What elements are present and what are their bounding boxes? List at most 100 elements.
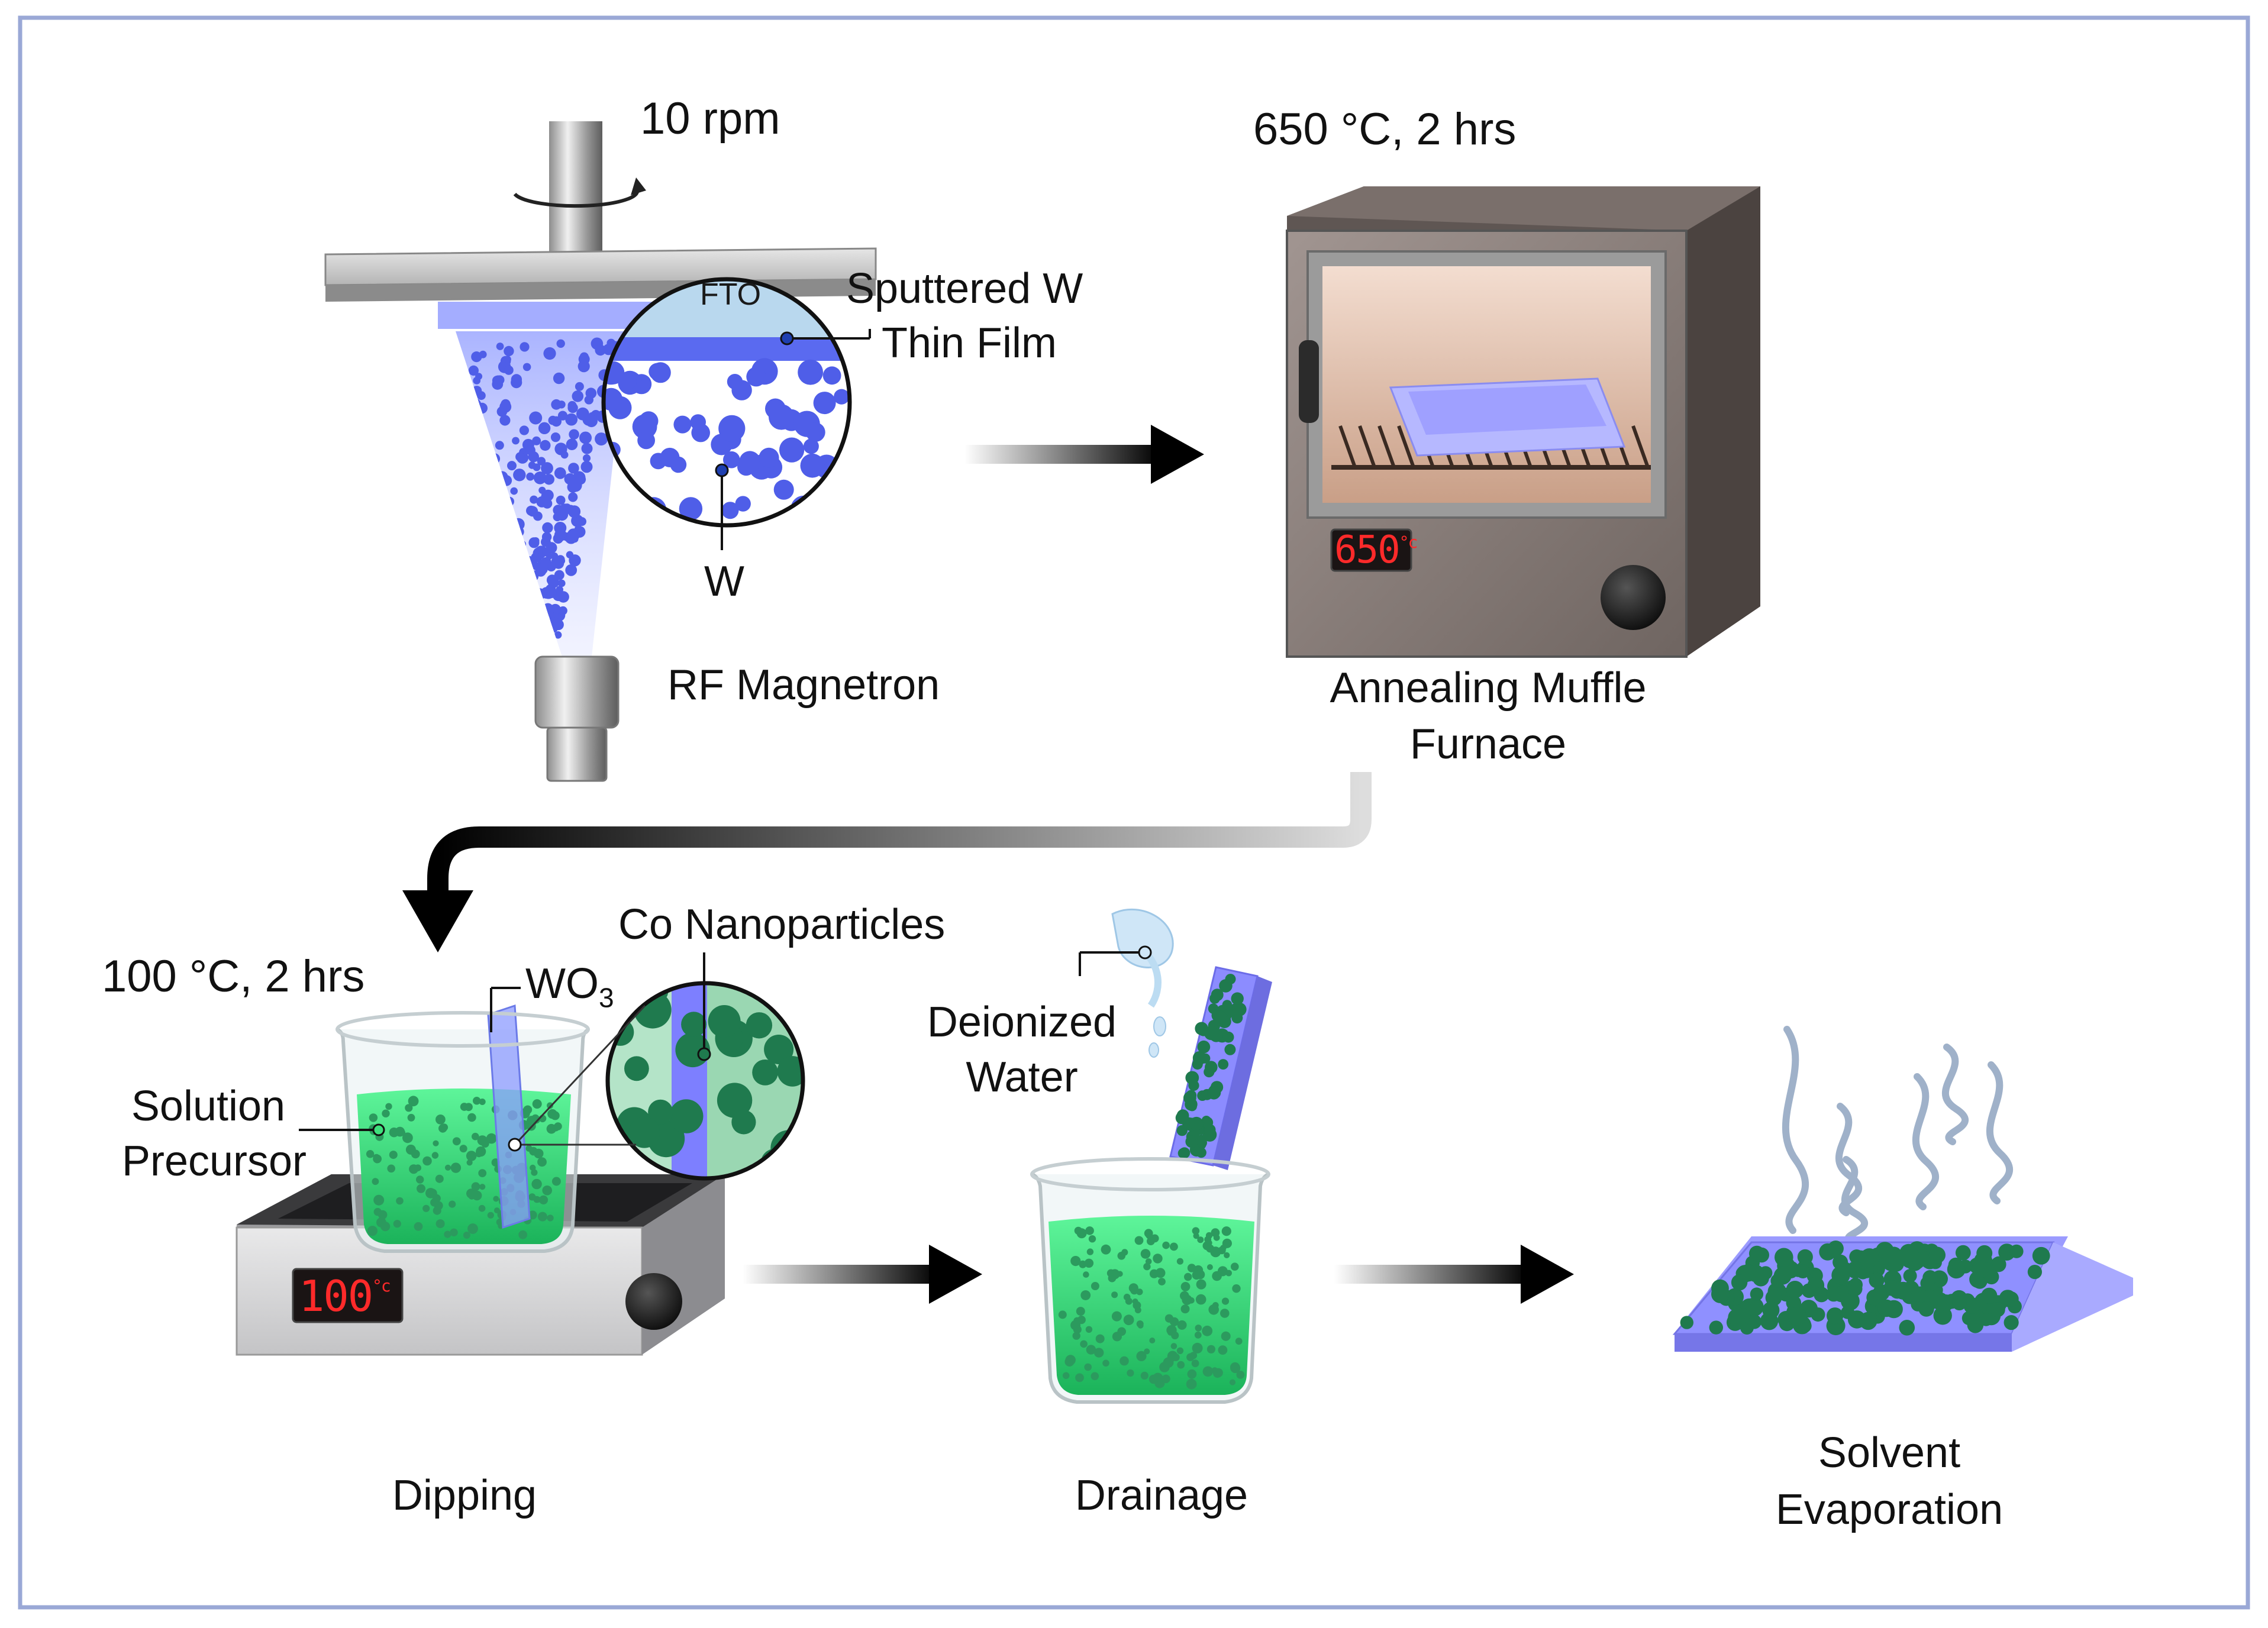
tungsten-atom — [518, 618, 528, 628]
tungsten-zoom-atom — [690, 414, 706, 430]
drain-cobalt-particle — [1102, 1359, 1109, 1367]
drain-cobalt-particle — [1221, 1331, 1231, 1341]
tungsten-atom — [522, 615, 532, 624]
drain-cobalt-particle — [1162, 1241, 1170, 1249]
drain-cobalt-particle — [1153, 1254, 1163, 1264]
tungsten-zoom-atom — [813, 392, 836, 415]
drain-cobalt-particle — [1080, 1340, 1088, 1348]
tungsten-atom — [471, 351, 482, 363]
final-cobalt-particle — [1796, 1264, 1810, 1279]
cobalt-particle — [546, 1123, 557, 1134]
hotplate-display-value: 100 — [299, 1271, 373, 1321]
drain-cobalt-particle — [1147, 1237, 1155, 1246]
cobalt-particle — [535, 1196, 541, 1203]
tungsten-atom — [476, 402, 488, 414]
cobalt-particle — [460, 1103, 469, 1111]
tungsten-zoom-atom — [759, 447, 779, 469]
drain-cobalt-particle — [1073, 1317, 1081, 1325]
final-cobalt-particle — [1762, 1301, 1780, 1319]
drain-cobalt-particle — [1180, 1291, 1189, 1301]
drain-cobalt-particle — [1184, 1272, 1192, 1281]
tungsten-atom — [538, 645, 547, 654]
tungsten-zoom-atom — [650, 362, 671, 383]
hotplate-display-unit: °c — [372, 1276, 391, 1296]
tungsten-atom — [544, 630, 553, 639]
arrow-drain-to-evap — [1334, 1265, 1530, 1284]
tungsten-atom — [565, 413, 578, 426]
furnace-knob-icon[interactable] — [1601, 565, 1666, 630]
drain-cobalt-particle — [1220, 1309, 1230, 1318]
drain-cobalt-particle — [1155, 1268, 1166, 1278]
drain-cobalt-particle — [1062, 1372, 1070, 1380]
drain-cobalt-particle — [1177, 1361, 1185, 1369]
tungsten-atom — [534, 641, 545, 651]
substrate-cobalt-particles — [1175, 974, 1247, 1159]
sputtered-label-line1: Sputtered W — [846, 265, 1083, 312]
tungsten-atom — [537, 629, 545, 638]
drain-cobalt-particle — [1176, 1258, 1183, 1265]
tungsten-atom — [551, 399, 562, 410]
final-cobalt-particle — [1928, 1246, 1946, 1264]
tungsten-atom — [543, 634, 554, 645]
cobalt-particle — [414, 1164, 421, 1171]
tungsten-zoom-atom — [798, 359, 823, 385]
cobalt-particle — [435, 1115, 446, 1125]
tungsten-atom — [522, 589, 533, 599]
tungsten-atom — [486, 487, 499, 500]
tungsten-atom — [540, 440, 551, 451]
cobalt-particle — [387, 1164, 395, 1173]
tungsten-atom — [541, 493, 551, 503]
drain-cobalt-particle — [1180, 1282, 1191, 1291]
tungsten-zoom-atom — [727, 374, 743, 390]
cobalt-particle — [554, 1122, 562, 1130]
final-cobalt-particle — [1744, 1297, 1764, 1317]
slide-cobalt-particle — [1229, 1003, 1243, 1016]
tungsten-atom — [516, 544, 525, 553]
slide-cobalt-particle — [1197, 1040, 1211, 1054]
tungsten-atom — [512, 437, 520, 445]
cobalt-particle — [467, 1223, 478, 1234]
tungsten-atom — [517, 540, 527, 549]
tungsten-zoom-atom — [735, 496, 751, 512]
final-cobalt-particle — [1833, 1254, 1848, 1270]
arrow-sputter-to-anneal — [964, 445, 1160, 464]
cobalt-particle — [444, 1230, 451, 1238]
hotplate-knob-icon[interactable] — [625, 1273, 682, 1330]
tungsten-atom — [554, 631, 562, 639]
tungsten-atom — [522, 632, 530, 641]
final-cobalt-particle — [1976, 1245, 1993, 1261]
cobalt-particle — [378, 1210, 388, 1220]
final-cobalt-particle — [1814, 1287, 1830, 1303]
final-cobalt-particle — [2027, 1265, 2042, 1280]
final-cobalt-particle — [2009, 1244, 2024, 1258]
tungsten-atom — [521, 604, 531, 613]
final-cobalt-particle — [1952, 1296, 1967, 1311]
cobalt-particle — [396, 1197, 404, 1205]
final-cobalt-particle — [2004, 1291, 2019, 1307]
drain-cobalt-particle — [1112, 1332, 1122, 1342]
drainage-label: Drainage — [1075, 1472, 1248, 1519]
cobalt-particle — [472, 1190, 482, 1201]
drain-cobalt-particle — [1196, 1279, 1206, 1290]
slide-cobalt-particle — [1200, 1053, 1211, 1064]
tungsten-atom — [553, 557, 564, 569]
final-cobalt-particle — [1947, 1260, 1966, 1279]
drain-cobalt-particle — [1212, 1302, 1219, 1309]
tungsten-atom — [572, 390, 584, 402]
drain-cobalt-particle — [1222, 1238, 1232, 1248]
vapor-wisp — [1986, 1061, 2013, 1204]
solution-label-line2: Precursor — [121, 1138, 307, 1185]
tungsten-atom — [553, 512, 562, 522]
drain-cobalt-particle — [1186, 1378, 1197, 1390]
tungsten-atom — [470, 398, 480, 409]
vapor-wisp — [1912, 1073, 1939, 1210]
drain-cobalt-particles — [1058, 1226, 1245, 1390]
rack-bar — [1338, 425, 1357, 469]
tungsten-atom — [552, 605, 561, 613]
drain-cobalt-particle — [1140, 1371, 1148, 1380]
tungsten-atom — [519, 586, 527, 594]
cobalt-particle — [542, 1186, 552, 1196]
tungsten-atom — [501, 399, 511, 409]
drain-cobalt-particle — [1188, 1297, 1195, 1304]
